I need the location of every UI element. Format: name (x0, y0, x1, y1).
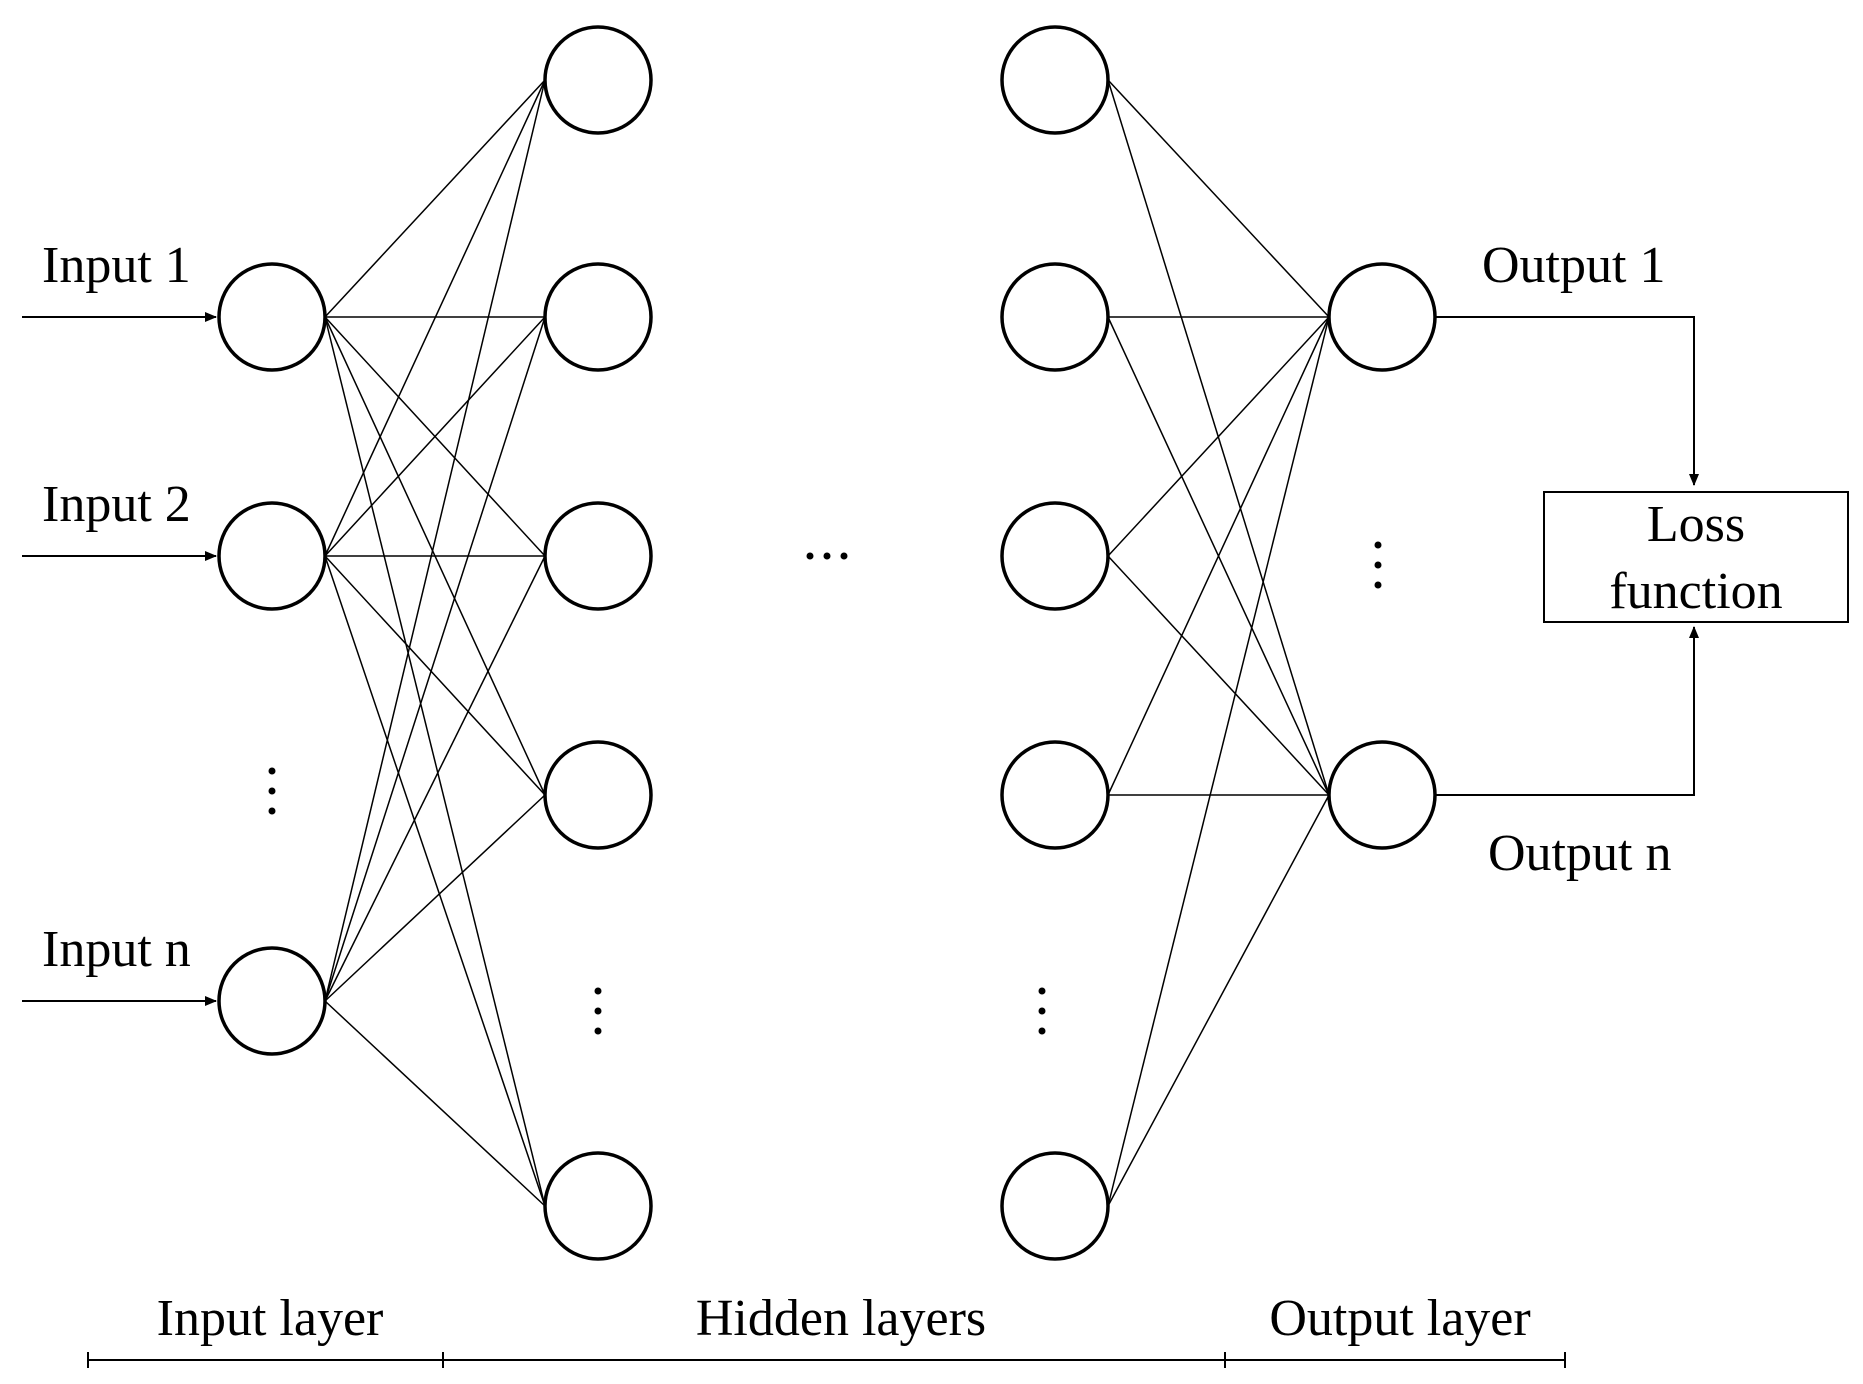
input-node-n (217, 946, 327, 1056)
edge-hidden-1-output-1 (1107, 79, 1330, 318)
edge-input-3-hidden-4 (324, 794, 546, 1002)
hidden-left-node-4 (543, 740, 653, 850)
hidden-left-node-2 (543, 262, 653, 372)
edge-hidden-5-output-1 (1107, 316, 1330, 1207)
input-n-label: Input n (42, 921, 191, 978)
network-nodes (217, 25, 1437, 1261)
hidden-left-node-5 (543, 1151, 653, 1261)
hidden-left-node-1 (543, 25, 653, 135)
edge-input-2-hidden-2 (324, 316, 546, 557)
output-n-label: Output n (1488, 825, 1671, 882)
hidden-layers-ellipsis-horizontal (806, 552, 848, 560)
output-node-1 (1327, 262, 1437, 372)
edge-hidden-3-output-2 (1107, 555, 1330, 796)
hidden-right-node-2 (1000, 262, 1110, 372)
edge-input-1-hidden-5 (324, 316, 546, 1207)
hidden-right-ellipsis-vertical (1038, 987, 1046, 1035)
edge-input-3-hidden-5 (324, 1000, 546, 1207)
input-node-1 (217, 262, 327, 372)
edge-input-3-hidden-3 (324, 555, 546, 1002)
input-2-label: Input 2 (42, 476, 191, 533)
output-n-wire (1435, 626, 1699, 796)
input-1-label: Input 1 (42, 237, 191, 294)
output-1-label: Output 1 (1482, 237, 1665, 294)
edge-input-2-hidden-4 (324, 555, 546, 796)
loss-function-label-line-1: Loss (1647, 496, 1745, 553)
output-ellipsis-vertical (1374, 541, 1382, 589)
input-ellipsis-vertical (268, 767, 276, 815)
edge-input-2-hidden-1 (324, 79, 546, 557)
edge-hidden-5-output-2 (1107, 794, 1330, 1207)
input-node-2 (217, 501, 327, 611)
input-layer-label: Input layer (157, 1290, 384, 1347)
hidden-layers-label: Hidden layers (696, 1290, 986, 1347)
output-node-n (1327, 740, 1437, 850)
edge-input-1-hidden-1 (324, 79, 546, 318)
hidden-left-ellipsis-vertical (594, 987, 602, 1035)
connection-edges (324, 79, 1330, 1207)
output-layer-label: Output layer (1269, 1290, 1530, 1347)
output-1-wire (1435, 316, 1699, 486)
edge-input-2-hidden-5 (324, 555, 546, 1207)
loss-function-label-line-2: function (1609, 563, 1782, 620)
loss-function-box (1543, 491, 1849, 623)
hidden-right-node-1 (1000, 25, 1110, 135)
hidden-right-node-3 (1000, 501, 1110, 611)
edge-input-3-hidden-2 (324, 316, 546, 1002)
hidden-right-node-5 (1000, 1151, 1110, 1261)
hidden-right-node-4 (1000, 740, 1110, 850)
edge-input-3-hidden-1 (324, 79, 546, 1002)
hidden-left-node-3 (543, 501, 653, 611)
edge-hidden-3-output-1 (1107, 316, 1330, 557)
edge-hidden-4-output-1 (1107, 316, 1330, 796)
